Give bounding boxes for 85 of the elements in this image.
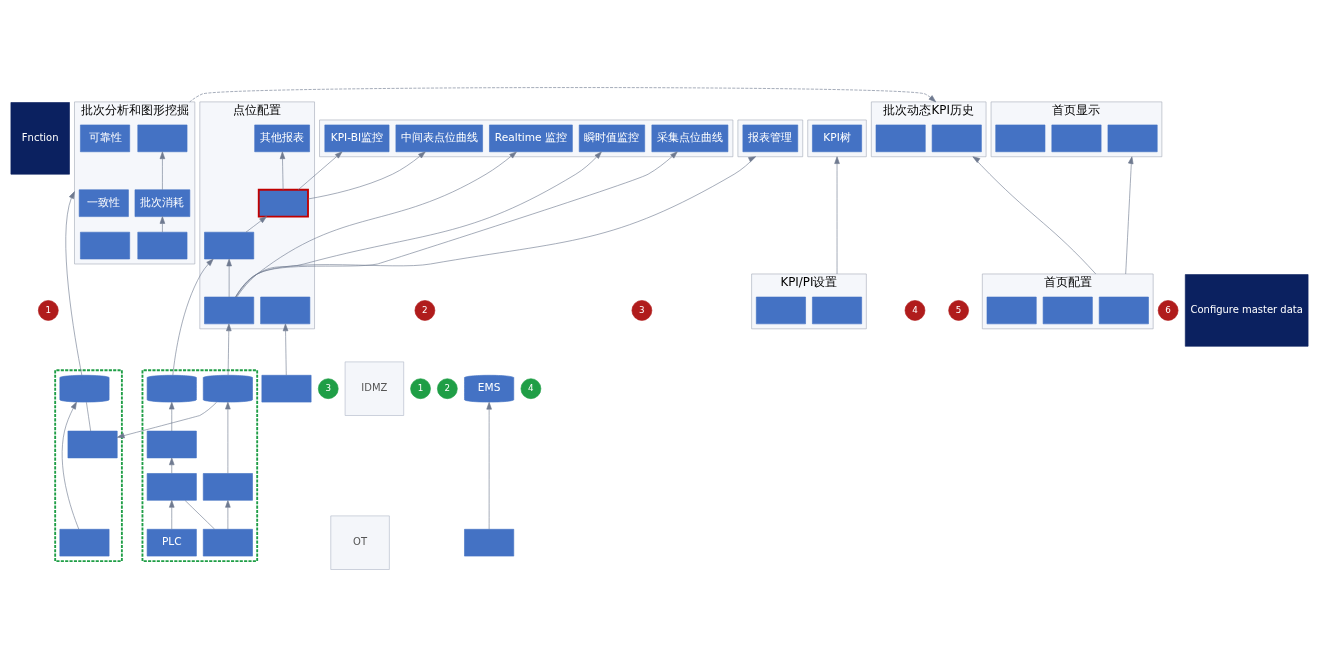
node-box: 其他报表 xyxy=(254,124,310,153)
node-box: 报表管理 xyxy=(742,124,799,153)
node-box xyxy=(931,124,982,153)
node-box xyxy=(875,124,926,153)
arrow xyxy=(159,216,166,233)
node-box xyxy=(257,188,309,218)
node-box: Fnction xyxy=(10,102,70,175)
node-box: 采集点位曲线 xyxy=(651,124,729,153)
arrow xyxy=(972,156,1097,275)
node-box: KPI树 xyxy=(812,124,862,153)
arrow xyxy=(169,401,175,432)
connector xyxy=(86,401,91,432)
node-box xyxy=(464,529,515,557)
arrow xyxy=(226,323,232,376)
node-box: Configure master data xyxy=(1184,274,1309,347)
node-box xyxy=(146,473,197,501)
arrow xyxy=(282,323,289,376)
node-box: PLC xyxy=(146,529,197,557)
node-box xyxy=(812,296,862,325)
arrow xyxy=(1125,156,1134,275)
node-box: Realtime 监控 xyxy=(489,124,573,153)
node-box xyxy=(137,231,188,260)
node-circle: 1 xyxy=(410,378,431,399)
node-box xyxy=(137,124,188,153)
node-box: 可靠性 xyxy=(80,124,130,153)
arrow xyxy=(65,191,83,376)
node-box xyxy=(202,529,253,557)
node-box xyxy=(1098,296,1149,325)
node-box xyxy=(67,430,118,459)
cluster: 首页配置 xyxy=(982,273,1154,330)
arrow xyxy=(117,401,217,439)
arrow xyxy=(61,401,80,530)
arrow xyxy=(159,151,166,191)
node-box xyxy=(986,296,1037,325)
arrow xyxy=(486,402,492,530)
node-box: 中间表点位曲线 xyxy=(395,124,483,153)
node-box xyxy=(80,231,130,260)
arrow xyxy=(169,500,175,530)
arrow xyxy=(307,151,426,200)
cluster: 首页显示 xyxy=(990,101,1163,158)
node-box xyxy=(146,430,197,459)
arrow xyxy=(172,258,214,376)
arrow xyxy=(169,457,175,474)
node-circle: 3 xyxy=(631,300,653,321)
node-box: 瞬时值监控 xyxy=(578,124,645,153)
node-box: 批次消耗 xyxy=(134,189,191,217)
node-circle: 4 xyxy=(520,378,542,399)
node-box xyxy=(995,124,1046,153)
node-box xyxy=(1042,296,1093,325)
node-box xyxy=(59,529,110,557)
arrow xyxy=(235,151,602,298)
node-circle: 1 xyxy=(38,300,59,321)
node-box: 一致性 xyxy=(78,189,129,217)
arrow xyxy=(245,216,267,233)
arrow xyxy=(279,151,286,191)
node-circle: 2 xyxy=(414,300,436,321)
arrow xyxy=(225,401,231,474)
arrow xyxy=(235,156,756,298)
node-circle: 5 xyxy=(948,300,969,321)
node-box xyxy=(204,296,255,325)
node-box xyxy=(1107,124,1158,153)
cluster: 批次动态KPI历史 xyxy=(871,101,987,158)
arrow xyxy=(225,500,231,530)
node-circle: 6 xyxy=(1157,300,1179,321)
node-box xyxy=(1051,124,1102,153)
node-box: KPI-BI监控 xyxy=(324,124,390,153)
arrow xyxy=(189,87,937,103)
node-circle: 2 xyxy=(437,378,458,399)
arrow xyxy=(226,258,232,298)
node-box xyxy=(260,296,311,325)
arrow xyxy=(834,156,840,275)
node-box: IDMZ xyxy=(344,361,404,416)
node-box xyxy=(756,296,806,325)
node-circle: 3 xyxy=(318,378,339,399)
cluster: KPI/PI设置 xyxy=(751,273,867,330)
cluster xyxy=(141,369,259,563)
arrow xyxy=(235,151,678,298)
node-box xyxy=(204,231,255,260)
arrow xyxy=(297,151,343,191)
node-circle: 4 xyxy=(904,300,926,321)
connector xyxy=(184,500,215,530)
arrow xyxy=(236,151,517,298)
node-box xyxy=(202,473,253,501)
node-box: OT xyxy=(330,515,390,570)
node-box xyxy=(261,374,312,403)
